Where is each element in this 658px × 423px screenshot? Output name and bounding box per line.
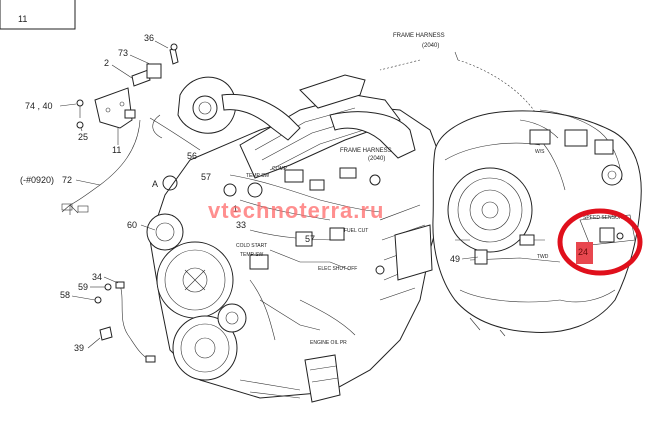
part-label-33: 33 <box>236 220 246 230</box>
part-label-39: 39 <box>74 343 84 353</box>
part-label-58: 58 <box>60 290 70 300</box>
part-label-60: 60 <box>127 220 137 230</box>
part-label-11: 11 <box>112 145 121 155</box>
part-label-74-40: 74 , 40 <box>25 101 53 111</box>
part-label-24: 24 <box>578 247 588 257</box>
part-label-72: 72 <box>62 175 72 185</box>
part-label-49: 49 <box>450 254 460 264</box>
label-cold-start: COLD START <box>236 243 267 249</box>
part-label-59: 59 <box>78 282 88 292</box>
transmission-assembly <box>432 109 642 337</box>
label-fuel-cut: FUEL CUT <box>344 228 368 234</box>
part-label-56: 56 <box>187 151 197 161</box>
frame-harness-top-code: (2040) <box>422 43 439 49</box>
label-elec-shut-off: ELEC SHUT OFF <box>318 266 357 272</box>
part-label-34: 34 <box>92 272 102 282</box>
part-label-57b: 57 <box>305 234 315 244</box>
part-label-2: 2 <box>104 58 109 68</box>
part-label-1: 1 <box>233 204 238 214</box>
lower-left-parts <box>94 281 156 363</box>
engine-assembly <box>146 74 446 403</box>
label-speed-sensor: SPEED SENSOR <box>583 215 623 221</box>
part-label-25: 25 <box>78 132 88 142</box>
index-box: 11 <box>0 0 76 30</box>
label-comp: COMP <box>272 166 288 172</box>
frame-harness-mid-code: (2040) <box>368 156 385 162</box>
part-label-73: 73 <box>118 48 128 58</box>
label-twd: TWD <box>537 254 549 260</box>
watermark: vtechnoterra.ru <box>208 198 384 223</box>
highlight-part-24: 24 <box>557 208 643 276</box>
index-box-label: 11 <box>18 14 27 24</box>
part-label-36: 36 <box>144 33 154 43</box>
label-engine-oil-pr: ENGINE OIL PR <box>310 340 347 346</box>
label-temp-sw2: TEMP SW <box>240 252 264 258</box>
frame-harness-mid-label: FRAME HARNESS <box>340 148 392 154</box>
frame-harness-top-label: FRAME HARNESS <box>393 33 445 39</box>
callout-circle-a <box>162 175 178 191</box>
callout-circle-b <box>247 182 263 198</box>
label-temp-sw: TEMP SW <box>246 173 270 179</box>
part-label-57a: 57 <box>201 172 211 182</box>
bracket-group <box>61 43 179 215</box>
callout-a-label: A <box>152 179 158 189</box>
part-label-72-prefix: (-#0920) <box>20 175 54 185</box>
label-w-s: W/S <box>535 149 545 155</box>
